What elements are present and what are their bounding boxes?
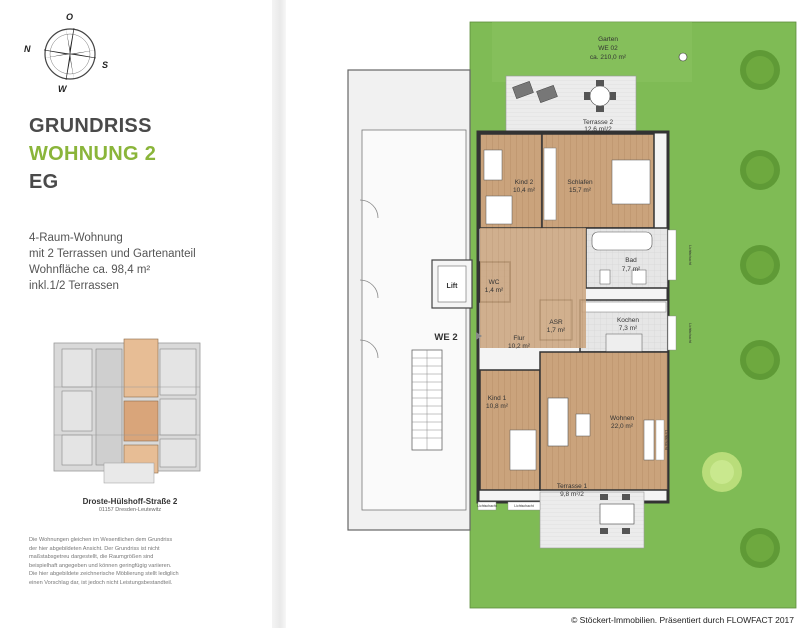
- compass-label-n: O: [66, 12, 74, 22]
- room-area: 10,8 m²: [486, 403, 509, 410]
- unit-label: WE 2: [434, 332, 457, 343]
- compass-rose: O N S W: [22, 10, 112, 94]
- info-panel: O N S W GRUNDRISS WOHNUNG 2 EG 4-Raum-Wo…: [0, 0, 272, 628]
- title-floor: EG: [29, 171, 59, 193]
- disclaimer-line: Die hier abgebildete zeichnerische Möbli…: [29, 571, 179, 578]
- title-grundriss: GRUNDRISS: [29, 115, 152, 137]
- compass-label-w: N: [24, 44, 31, 54]
- room-name: Terrasse 1: [557, 483, 588, 490]
- room-name: Kochen: [617, 317, 639, 324]
- disclaimer-line: beispielhaft angegeben und können gering…: [29, 562, 172, 569]
- lift-label: Lift: [447, 283, 459, 290]
- room-area: 10,4 m²: [513, 187, 536, 194]
- lightwell-label: Lichtschacht: [664, 430, 668, 449]
- room-area: 15,7 m²: [569, 187, 592, 194]
- room-area: 22,0 m²: [611, 423, 634, 430]
- entrance-arrow-icon: [476, 332, 482, 340]
- floor-plan: Garten WE 02 ca. 210,0 m² Terrasse 2 12,…: [347, 21, 797, 609]
- room-name: WC: [489, 279, 500, 286]
- disclaimer-line: einen Vorschlag dar, ist jedoch nicht Le…: [29, 579, 173, 586]
- lightwell-label: Lichtschacht: [688, 323, 692, 342]
- room-name: Bad: [625, 257, 637, 264]
- room-name: Kind 2: [515, 179, 534, 186]
- room-name: ASR: [549, 319, 563, 326]
- room-area: 7,3 m²: [619, 325, 638, 332]
- room-area: 1,4 m²: [485, 287, 504, 294]
- description-line: 4-Raum-Wohnung: [29, 232, 123, 244]
- copyright-notice: © Stöckert-Immobilien. Präsentiert durch…: [571, 615, 794, 625]
- address-city: 01157 Dresden-Leutewitz: [98, 507, 162, 513]
- disclaimer-line: der hier abgebildeten Ansicht. Der Grund…: [29, 545, 160, 552]
- room-name: Flur: [513, 335, 525, 342]
- staircase: [411, 349, 443, 451]
- description-line: mit 2 Terrassen und Gartenanteil: [29, 248, 196, 260]
- lightwell-label: Lichtschacht: [514, 504, 533, 508]
- garden-unit: WE 02: [598, 45, 618, 52]
- disclaimer-line: maßstabsgetreu dargestellt, die Raumgröß…: [29, 554, 154, 561]
- compass-label-e: S: [102, 60, 109, 70]
- room-name: Schlafen: [567, 179, 593, 186]
- lightwell-label: Lichtschacht: [477, 504, 496, 508]
- garden-trees: [484, 50, 780, 568]
- terrace-2-furniture: [512, 80, 616, 112]
- room-area: 1,7 m²: [547, 327, 566, 334]
- lightwell-label: Lichtschacht: [688, 245, 692, 264]
- room-name: Wohnen: [610, 415, 634, 422]
- description-line: Wohnfläche ca. 98,4 m²: [29, 264, 151, 276]
- address-block: Droste-Hülshoff-Straße 2 01157 Dresden-L…: [40, 497, 220, 513]
- compass-label-s: W: [58, 84, 67, 94]
- room-area: 10,2 m²: [508, 343, 531, 350]
- room-area: 9,8 m²/2: [560, 491, 584, 498]
- apartment-description: 4-Raum-Wohnung mit 2 Terrassen und Garte…: [29, 230, 196, 294]
- disclaimer-text: Die Wohnungen gleichen im Wesentlichen d…: [29, 536, 234, 588]
- description-line: inkl.1/2 Terrassen: [29, 280, 119, 292]
- address-street: Droste-Hülshoff-Straße 2: [82, 497, 178, 506]
- compass-icon: [43, 27, 97, 81]
- title-wohnung: WOHNUNG 2: [29, 143, 157, 165]
- room-area: 7,7 m²: [622, 266, 641, 273]
- building-overview-thumbnail: [53, 338, 201, 484]
- garden-area: ca. 210,0 m²: [590, 54, 627, 61]
- room-name: Terrasse 2: [583, 119, 614, 126]
- room-area: 12,6 m²/2: [584, 126, 612, 133]
- page-divider: [272, 0, 286, 628]
- disclaimer-line: Die Wohnungen gleichen im Wesentlichen d…: [29, 537, 173, 543]
- room-name: Kind 1: [488, 395, 507, 402]
- room-flur: [480, 228, 586, 348]
- garden-name: Garten: [598, 36, 618, 43]
